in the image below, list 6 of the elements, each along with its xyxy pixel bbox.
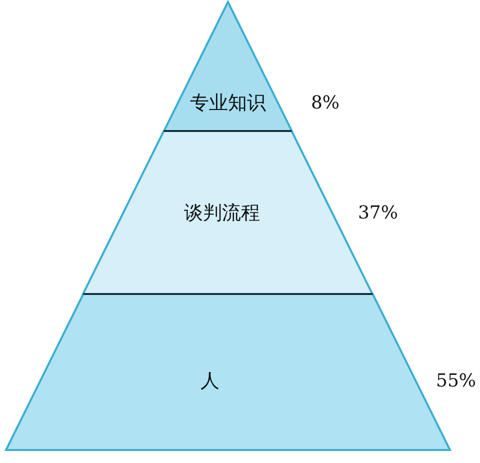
percentage-label: 8% [310, 92, 340, 114]
percentage-label: 37% [358, 202, 398, 224]
band-label: 专业知识 [190, 91, 266, 116]
percentage-label: 55% [436, 370, 476, 392]
band-label: 人 [200, 369, 220, 394]
band-label: 谈判流程 [184, 201, 260, 226]
